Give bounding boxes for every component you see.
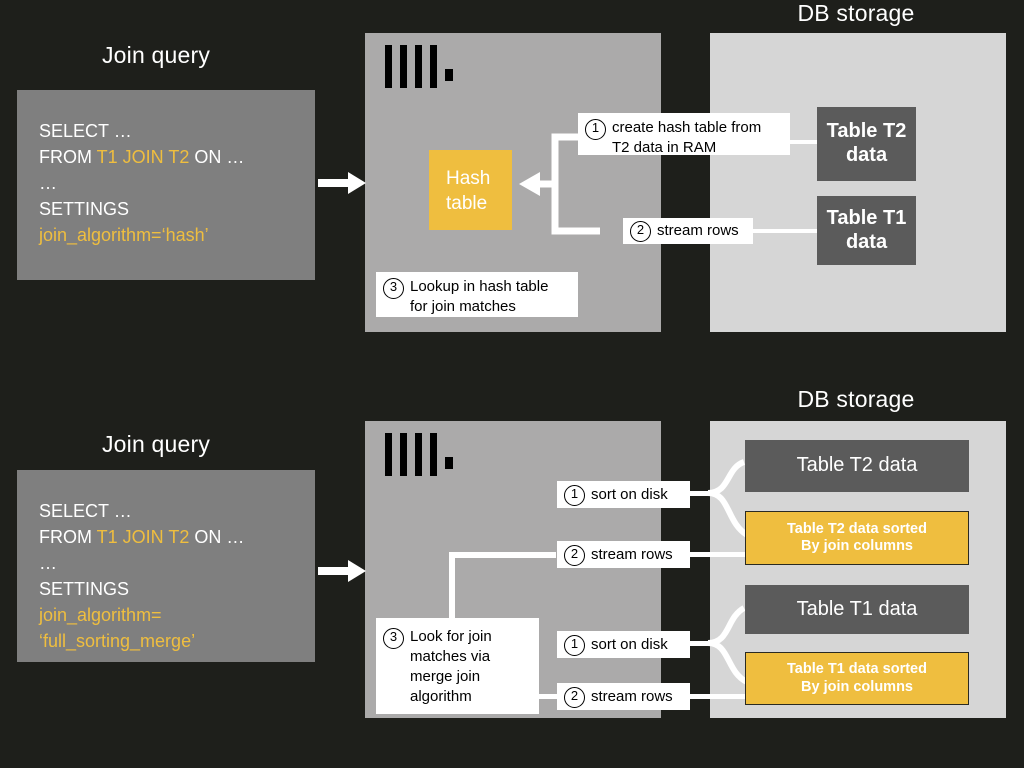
callout-number-7: 2 bbox=[564, 686, 585, 708]
callout-lookup-hash-table[interactable]: 3 Lookup in hash table for join matches bbox=[376, 272, 578, 317]
sql-line-algorithm-1: join_algorithm=‘hash’ bbox=[39, 225, 209, 245]
sql-line-ellipsis-2: … bbox=[39, 553, 58, 573]
sql-line-algorithm-value-2: ‘full_sorting_merge’ bbox=[39, 631, 196, 651]
callout-number-6: 1 bbox=[564, 634, 585, 656]
callout-number-2: 2 bbox=[630, 221, 651, 242]
callout-stream-rows-1[interactable]: 2 stream rows bbox=[623, 218, 753, 244]
callout-sort-on-disk-t2[interactable]: 1 sort on disk bbox=[557, 481, 690, 508]
storage-chip-t2-sorted[interactable]: Table T2 data sorted By join columns bbox=[745, 511, 969, 565]
callout-number-4: 1 bbox=[564, 484, 585, 506]
storage-chip-t2-data-2[interactable]: Table T2 data bbox=[745, 440, 969, 492]
clickhouse-logo-icon-2 bbox=[385, 433, 455, 478]
sql-line-from-1: FROM T1 JOIN T2 ON … bbox=[39, 147, 245, 167]
sql-query-box-1[interactable]: SELECT … FROM T1 JOIN T2 ON … … SETTINGS… bbox=[17, 90, 315, 280]
callout-number-1: 1 bbox=[585, 119, 606, 140]
callout-merge-join-lookup[interactable]: 3 Look for join matches via merge join a… bbox=[376, 618, 539, 714]
sql-line-settings-2: SETTINGS bbox=[39, 579, 130, 599]
sql-line-algorithm-2: join_algorithm= bbox=[39, 605, 162, 625]
callout-text-2: stream rows bbox=[657, 222, 739, 239]
callout-text-4: sort on disk bbox=[591, 485, 668, 503]
callout-number-3: 3 bbox=[383, 278, 404, 299]
storage-chip-t1-data-2[interactable]: Table T1 data bbox=[745, 585, 969, 634]
db-storage-heading-1: DB storage bbox=[797, 0, 915, 26]
sql-line-ellipsis-1: … bbox=[39, 173, 58, 193]
storage-chip-t2-data-1[interactable]: Table T2 data bbox=[817, 107, 916, 181]
callout-text-5: stream rows bbox=[591, 545, 673, 563]
clickhouse-logo-icon-1 bbox=[385, 45, 455, 90]
storage-chip-t1-sorted[interactable]: Table T1 data sorted By join columns bbox=[745, 652, 969, 705]
storage-panel-1 bbox=[710, 33, 1006, 332]
callout-text-7: stream rows bbox=[591, 687, 673, 705]
sql-line-from-2: FROM T1 JOIN T2 ON … bbox=[39, 527, 245, 547]
sql-line-settings-1: SETTINGS bbox=[39, 199, 130, 219]
sql-line-select-2: SELECT … bbox=[39, 501, 132, 521]
sql-line-select-1: SELECT … bbox=[39, 121, 132, 141]
join-query-heading-2: Join query bbox=[101, 431, 211, 457]
sql-query-box-2[interactable]: SELECT … FROM T1 JOIN T2 ON … … SETTINGS… bbox=[17, 470, 315, 662]
callout-text-3: Lookup in hash table for join matches bbox=[410, 278, 549, 315]
join-query-heading-1: Join query bbox=[101, 42, 211, 68]
hash-table-label-line2: table bbox=[446, 193, 488, 214]
callout-sort-on-disk-t1[interactable]: 1 sort on disk bbox=[557, 631, 690, 658]
callout-stream-rows-t2[interactable]: 2 stream rows bbox=[557, 541, 690, 568]
callout-stream-rows-t1[interactable]: 2 stream rows bbox=[557, 683, 690, 710]
storage-chip-t1-data-1[interactable]: Table T1 data bbox=[817, 196, 916, 265]
callout-text-6: sort on disk bbox=[591, 635, 668, 653]
callout-text-8: Look for join matches via merge join alg… bbox=[410, 628, 492, 705]
callout-number-5: 2 bbox=[564, 544, 585, 566]
callout-number-8: 3 bbox=[383, 628, 404, 649]
callout-create-hash-table[interactable]: 1 create hash table from T2 data in RAM bbox=[578, 113, 790, 156]
callout-text-1: create hash table from T2 data in RAM bbox=[612, 119, 762, 156]
hash-table-label-line1: Hash bbox=[446, 168, 491, 189]
db-storage-heading-2: DB storage bbox=[797, 386, 915, 412]
hash-table-box: Hash table bbox=[429, 150, 512, 230]
